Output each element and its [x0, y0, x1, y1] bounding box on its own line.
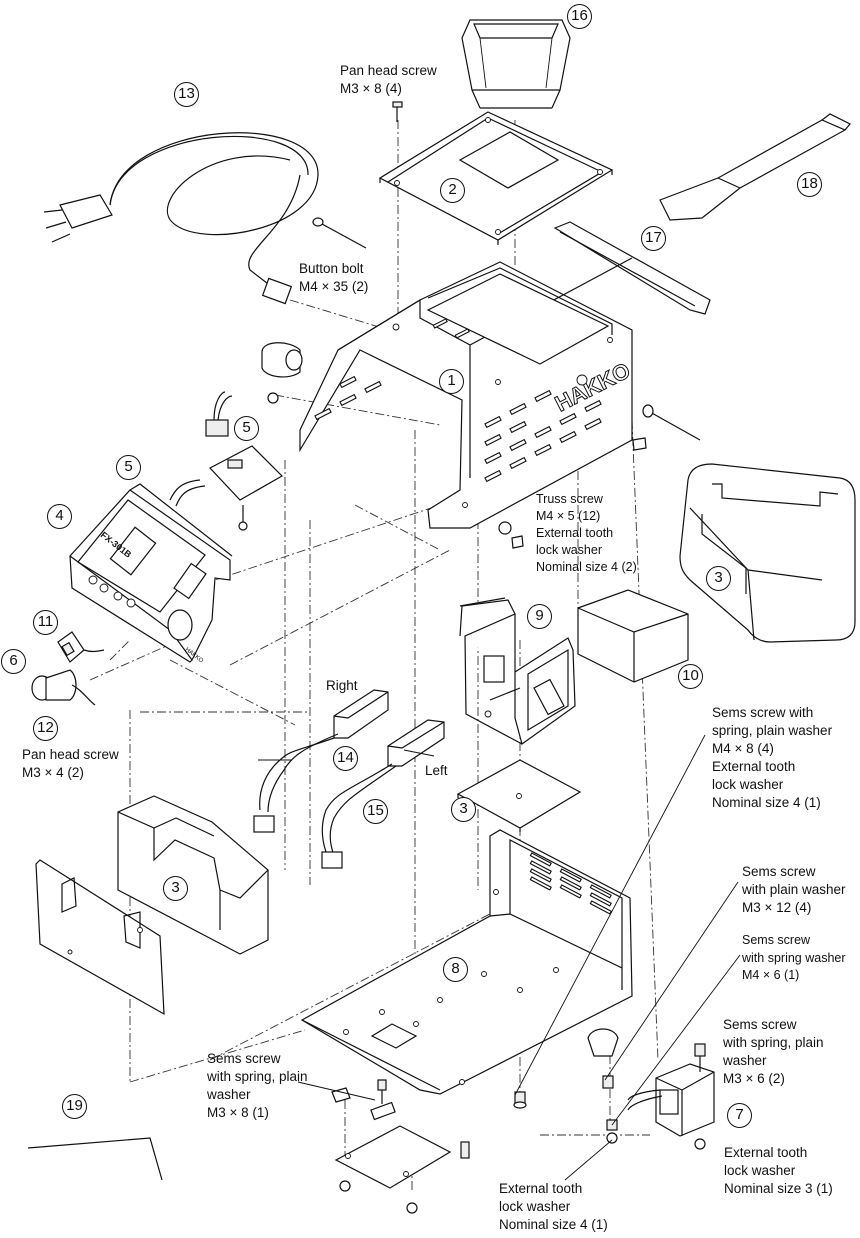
callout-11: 11 — [33, 610, 58, 635]
callout-5-pcb: 5 — [234, 416, 259, 441]
callout-13: 13 — [174, 82, 199, 107]
switch-and-connector-parts — [31, 631, 105, 706]
callout-10: 10 — [678, 664, 703, 689]
heater-left-part — [321, 719, 445, 869]
handle-part — [659, 113, 851, 221]
callout-4: 4 — [47, 504, 72, 529]
callout-12: 12 — [33, 716, 58, 741]
callout-5-panel: 5 — [116, 455, 141, 480]
front-panel-part: FX-301B HAKKO — [69, 483, 233, 665]
leader-lines — [258, 734, 741, 1181]
pcb-board-part — [169, 391, 283, 531]
label-left: Left — [425, 763, 448, 778]
callout-8: 8 — [443, 957, 468, 982]
cup-holder-left-part — [117, 795, 269, 955]
callout-16: 16 — [567, 4, 592, 29]
pan-head-screw-top — [392, 101, 403, 122]
cup-holder-right-part — [679, 463, 856, 643]
callout-7: 7 — [727, 1103, 752, 1128]
top-plate-part — [378, 111, 614, 245]
callout-3-plate: 3 — [451, 797, 476, 822]
button-bolt — [312, 217, 367, 249]
callout-19: 19 — [62, 1094, 87, 1119]
callout-14: 14 — [333, 746, 358, 771]
top-cup-part — [461, 19, 571, 109]
callout-3-left: 3 — [163, 876, 188, 901]
callout-9: 9 — [527, 604, 552, 629]
callout-3-right: 3 — [706, 566, 731, 591]
callout-15: 15 — [363, 799, 388, 824]
callout-18: 18 — [797, 172, 822, 197]
heater-bracket-part — [459, 597, 576, 745]
heat-plate-part — [456, 759, 582, 832]
chassis-base-part — [300, 829, 633, 1095]
transformer-part — [627, 1043, 715, 1150]
small-box-part — [577, 589, 689, 683]
power-cord-part — [43, 132, 319, 305]
bottom-plate-part — [334, 1125, 470, 1214]
callout-17: 17 — [641, 226, 666, 251]
side-cover-part — [35, 859, 165, 1016]
label-right: Right — [326, 678, 358, 693]
main-case-part: HAKKO — [299, 257, 635, 529]
hex-key-part — [27, 1137, 163, 1181]
callout-1: 1 — [439, 369, 464, 394]
callout-6: 6 — [1, 649, 26, 674]
holder-strip-part — [553, 221, 711, 315]
case-fasteners — [261, 342, 701, 549]
callout-2: 2 — [440, 178, 465, 203]
